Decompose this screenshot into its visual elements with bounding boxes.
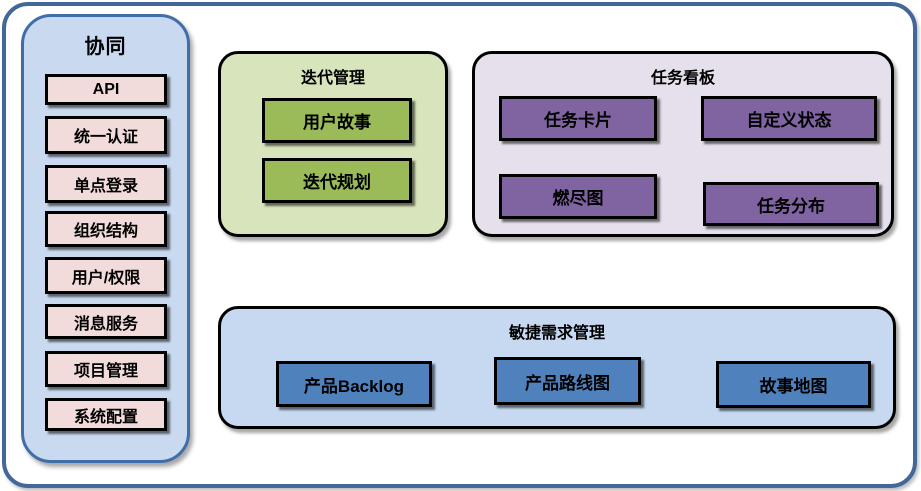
box-burndown-chart: 燃尽图	[499, 174, 657, 219]
sidebar-item-sso: 单点登录	[45, 165, 167, 203]
sidebar-item-project-mgmt: 项目管理	[45, 351, 167, 387]
box-iteration-plan: 迭代规划	[262, 158, 412, 203]
group-task-board-title: 任务看板	[650, 70, 715, 87]
box-user-story: 用户故事	[262, 98, 412, 143]
box-task-distribution: 任务分布	[703, 182, 879, 226]
group-iteration-title: 迭代管理	[300, 70, 365, 87]
sidebar-item-api: API	[45, 74, 167, 105]
sidebar-collaboration-group: 协同 API 统一认证 单点登录 组织结构 用户/权限 消息服务 项目管理 系统…	[21, 14, 190, 463]
group-iteration-management: 迭代管理 用户故事 迭代规划	[218, 51, 448, 237]
group-task-board: 任务看板 任务卡片 自定义状态 燃尽图 任务分布	[472, 51, 894, 237]
box-product-roadmap: 产品路线图	[494, 357, 641, 405]
box-task-card: 任务卡片	[499, 96, 657, 141]
sidebar-item-user-permission: 用户/权限	[45, 257, 167, 294]
sidebar-item-system-config: 系统配置	[45, 398, 167, 431]
sidebar-item-unified-auth: 统一认证	[45, 116, 167, 154]
sidebar-title: 协同	[84, 36, 127, 58]
sidebar-item-message-service: 消息服务	[45, 304, 167, 339]
box-custom-status: 自定义状态	[701, 96, 877, 141]
box-story-map: 故事地图	[716, 361, 871, 408]
box-product-backlog: 产品Backlog	[276, 361, 432, 407]
sidebar-item-org-structure: 组织结构	[45, 211, 167, 247]
group-agile-requirement-management: 敏捷需求管理 产品Backlog 产品路线图 故事地图	[218, 306, 896, 429]
group-agile-title: 敏捷需求管理	[508, 325, 605, 342]
